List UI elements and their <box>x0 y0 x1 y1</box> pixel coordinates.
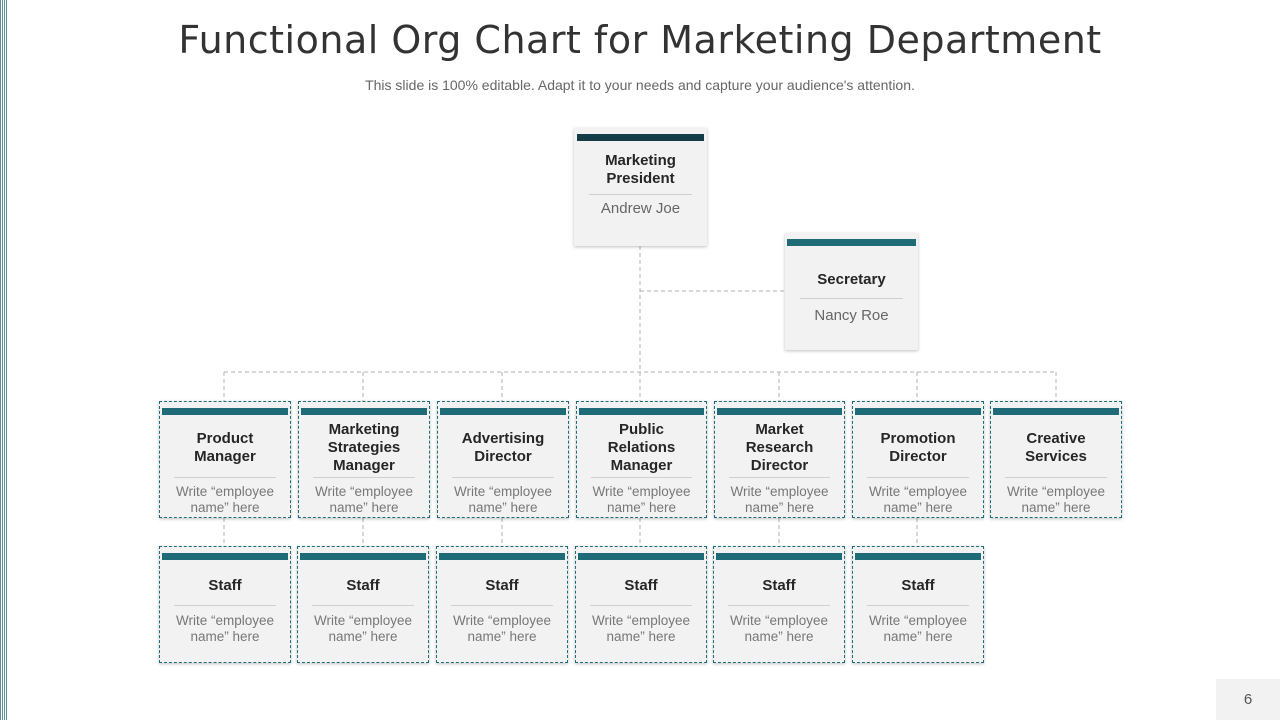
card-divider <box>590 605 692 606</box>
card-role: Promotion Director <box>880 430 956 465</box>
card-employee-name: Write “employee name” here <box>868 613 968 644</box>
card-role: Staff <box>762 577 796 594</box>
card-header-bar <box>162 553 288 560</box>
card-role: Staff <box>208 577 242 594</box>
card-divider <box>174 605 276 606</box>
card-header-bar <box>855 408 981 415</box>
card-employee-name: Write “employee name” here <box>591 613 691 644</box>
card-employee-name: Write “employee name” here <box>313 613 413 644</box>
card-employee-name: Nancy Roe <box>814 307 889 324</box>
manager-card-promotion-director: Promotion Director Write “employee name”… <box>852 401 984 518</box>
card-employee-name: Write “employee name” here <box>175 613 275 644</box>
staff-card: Staff Write “employee name” here <box>852 546 984 663</box>
card-divider <box>591 477 692 478</box>
card-divider <box>800 298 903 299</box>
card-role: Secretary <box>817 271 886 288</box>
card-employee-name: Write “employee name” here <box>729 613 829 644</box>
card-employee-name: Write “employee name” here <box>452 613 552 644</box>
manager-card-market-research-director: Market Research Director Write “employee… <box>714 401 845 518</box>
page-subtitle: This slide is 100% editable. Adapt it to… <box>365 77 915 93</box>
card-role: Staff <box>901 577 935 594</box>
card-employee-name: Write “employee name” here <box>175 484 275 515</box>
card-header-bar <box>993 408 1119 415</box>
card-header-bar <box>578 553 704 560</box>
card-employee-name: Write “employee name” here <box>592 484 691 515</box>
card-divider <box>589 194 692 195</box>
manager-card-public-relations-manager: Public Relations Manager Write “employee… <box>576 401 707 518</box>
card-divider <box>1005 477 1107 478</box>
manager-card-advertising-director: Advertising Director Write “employee nam… <box>437 401 569 518</box>
president-card: Marketing President Andrew Joe <box>574 128 707 246</box>
card-header-bar <box>300 553 426 560</box>
card-divider <box>867 605 969 606</box>
staff-card: Staff Write “employee name” here <box>159 546 291 663</box>
card-employee-name: Write “employee name” here <box>730 484 829 515</box>
card-header-bar <box>579 408 704 415</box>
card-role: Market Research Director <box>745 421 814 474</box>
card-divider <box>867 477 969 478</box>
manager-card-strategies-manager: Marketing Strategies Manager Write “empl… <box>298 401 430 518</box>
card-header-bar <box>162 408 288 415</box>
manager-card-product-manager: Product Manager Write “employee name” he… <box>159 401 291 518</box>
card-divider <box>174 477 276 478</box>
staff-card: Staff Write “employee name” here <box>297 546 429 663</box>
staff-card: Staff Write “employee name” here <box>575 546 707 663</box>
card-divider <box>452 477 554 478</box>
card-header-bar <box>716 553 842 560</box>
card-divider <box>451 605 553 606</box>
card-header-bar <box>577 134 704 141</box>
card-employee-name: Write “employee name” here <box>453 484 553 515</box>
card-divider <box>313 477 415 478</box>
card-role: Product Manager <box>194 430 256 465</box>
secretary-card: Secretary Nancy Roe <box>785 233 918 350</box>
card-employee-name: Write “employee name” here <box>1006 484 1106 515</box>
card-role: Creative Services <box>1025 430 1087 465</box>
card-header-bar <box>440 408 566 415</box>
card-header-bar <box>439 553 565 560</box>
card-header-bar <box>787 239 916 246</box>
card-header-bar <box>301 408 427 415</box>
card-role: Staff <box>346 577 380 594</box>
card-divider <box>728 605 830 606</box>
card-role: Marketing President <box>605 152 676 187</box>
staff-card: Staff Write “employee name” here <box>436 546 568 663</box>
card-employee-name: Write “employee name” here <box>868 484 968 515</box>
manager-card-creative-services: Creative Services Write “employee name” … <box>990 401 1122 518</box>
card-header-bar <box>855 553 981 560</box>
card-role: Staff <box>624 577 658 594</box>
left-edge-decoration <box>0 0 7 720</box>
page-title: Functional Org Chart for Marketing Depar… <box>178 18 1102 62</box>
card-role: Public Relations Manager <box>607 421 676 474</box>
card-divider <box>729 477 830 478</box>
page-number: 6 <box>1216 679 1280 720</box>
card-employee-name: Andrew Joe <box>600 200 681 217</box>
card-divider <box>312 605 414 606</box>
staff-card: Staff Write “employee name” here <box>713 546 845 663</box>
card-role: Marketing Strategies Manager <box>327 421 401 474</box>
card-employee-name: Write “employee name” here <box>314 484 414 515</box>
card-role: Staff <box>485 577 519 594</box>
card-header-bar <box>717 408 842 415</box>
card-role: Advertising Director <box>461 430 545 465</box>
